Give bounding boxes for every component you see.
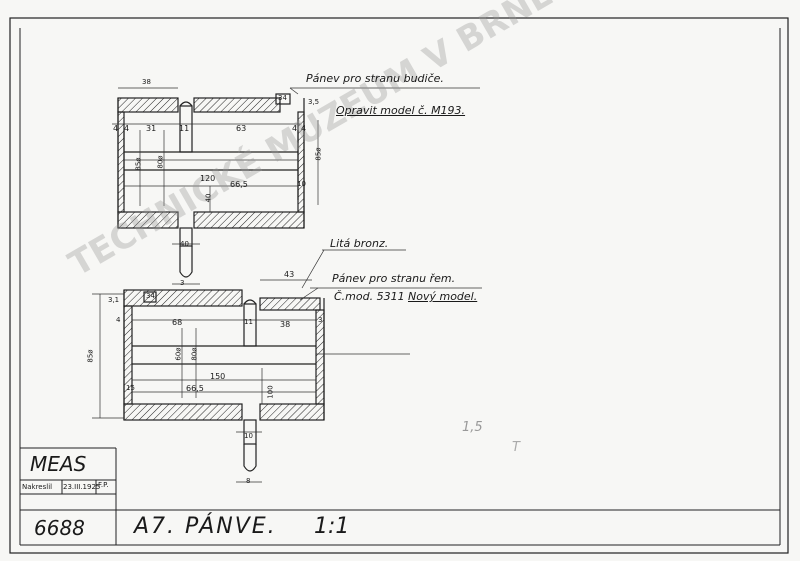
dim-top-10a: 10: [297, 180, 306, 188]
title-block-drawn-initials: F.P.: [98, 481, 109, 489]
dim-top-120: 120: [200, 174, 216, 183]
dim-top-3: 3: [180, 279, 185, 287]
dim-bottom-3-1: 3,1: [108, 296, 120, 304]
dim-top-4a: 4: [113, 124, 119, 133]
sheet-frame: [9, 17, 789, 554]
dim-top-40-lower: 40: [180, 240, 189, 248]
dim-top-40-vertical: 40: [204, 193, 213, 203]
dim-bottom-80: 80ø: [190, 347, 199, 361]
title-block-drawn-label: Nakreslil: [22, 483, 53, 491]
bottom-bearing-drawing: [123, 289, 325, 472]
annotation-bottom-model-label: Nový model.: [408, 290, 478, 303]
annotation-cast-bronze: Litá bronz.: [330, 237, 389, 250]
annotation-bottom-title: Pánev pro stranu řem.: [332, 272, 456, 285]
annotation-top-fix: Opravit model č. M193.: [336, 104, 466, 117]
dim-top-63: 63: [236, 124, 247, 133]
dim-bottom-34: 34: [146, 292, 155, 300]
annotation-top-title: Pánev pro stranu budiče.: [306, 72, 444, 85]
title-block-company: MEAS: [30, 452, 87, 476]
dim-bottom-100: 100: [266, 385, 275, 399]
dim-bottom-43: 43: [284, 270, 295, 279]
dim-bottom-85: 85ø: [86, 349, 95, 363]
title-block-drawn-date: 23.III.1925: [63, 483, 101, 491]
dim-bottom-8: 8: [246, 477, 251, 485]
dim-top-3-5: 3,5: [308, 98, 320, 106]
top-dimension-lines: [112, 87, 480, 285]
dim-top-4c: 4: [292, 124, 298, 133]
dim-bottom-66-5: 66,5: [186, 384, 204, 393]
title-block-scale: 1:1: [314, 514, 350, 539]
dim-top-85-left: 85ø: [134, 157, 143, 171]
dim-top-34: 34: [278, 94, 287, 102]
dim-top-38: 38: [142, 78, 151, 86]
dim-bottom-10: 10: [244, 432, 253, 440]
scribble-mark-2: T: [512, 440, 520, 455]
dim-top-4b: 4: [124, 124, 130, 133]
title-block-title: A7. PÁNVE.: [134, 514, 277, 539]
dim-top-31: 31: [146, 124, 157, 133]
dim-bottom-11: 11: [244, 318, 253, 326]
annotation-bottom-model-number: Č.mod. 5311: [334, 290, 405, 303]
bottom-dimension-lines: [92, 249, 482, 483]
dim-bottom-4a: 4: [116, 316, 121, 324]
dim-top-4d: 4: [301, 124, 307, 133]
dim-bottom-38: 38: [280, 320, 291, 329]
dim-bottom-68: 68: [172, 318, 183, 327]
scribble-mark-1: 1,5: [462, 420, 483, 435]
dim-bottom-3: 3: [318, 316, 323, 324]
top-bearing-drawing: [117, 93, 305, 278]
dim-bottom-15: 15: [126, 384, 135, 392]
title-block-drawing-number: 6688: [34, 516, 85, 540]
dim-top-11: 11: [179, 124, 190, 133]
dim-top-66-5: 66,5: [230, 180, 248, 189]
dim-top-80: 80ø: [156, 155, 165, 169]
dim-bottom-150: 150: [210, 372, 226, 381]
title-block-lines: [20, 447, 780, 545]
dim-top-85-right: 85ø: [314, 147, 323, 161]
dim-bottom-60: 60ø: [174, 347, 183, 361]
